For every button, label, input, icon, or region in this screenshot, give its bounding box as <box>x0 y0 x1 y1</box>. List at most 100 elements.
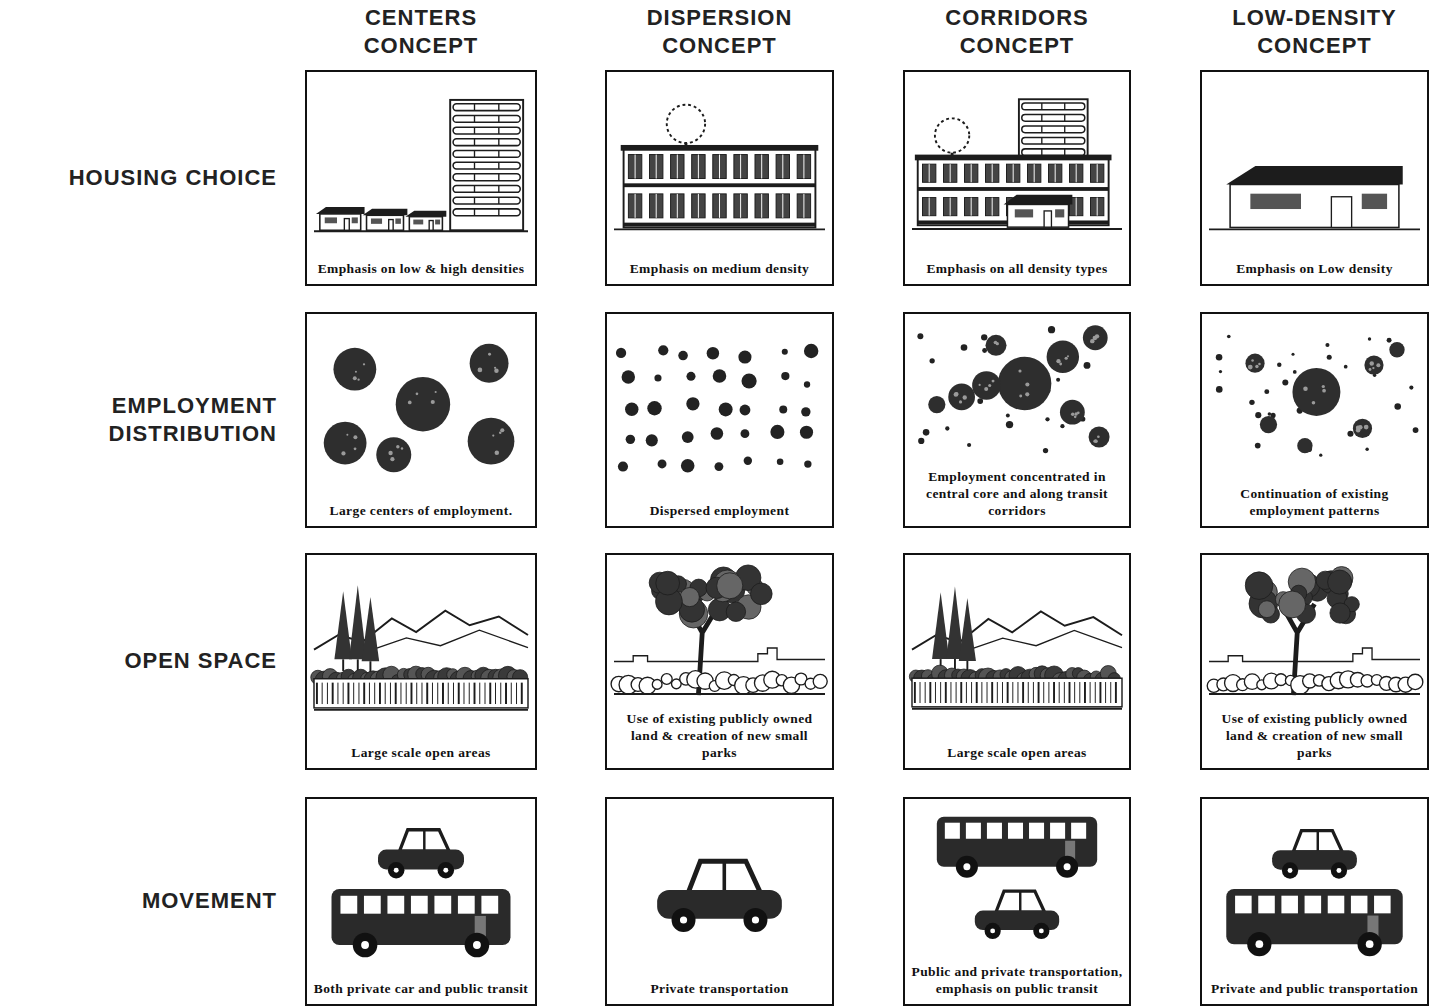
texture-speck <box>1356 428 1361 433</box>
car-hub <box>394 868 399 873</box>
window <box>1049 164 1062 182</box>
window <box>986 164 999 182</box>
window <box>628 155 641 179</box>
window <box>965 198 978 216</box>
concept-panel: Continuation of existing employment patt… <box>1200 312 1429 528</box>
window <box>671 155 684 179</box>
bus-window <box>364 896 381 914</box>
car-hub <box>1039 928 1044 933</box>
window <box>692 155 705 179</box>
forest-stroke <box>1074 682 1075 703</box>
window <box>965 164 978 182</box>
window <box>797 194 810 218</box>
texture-speck <box>1370 361 1374 365</box>
car-hub <box>1337 868 1342 873</box>
shrub <box>1408 674 1423 689</box>
window <box>649 194 662 218</box>
ground-line <box>614 693 825 695</box>
texture-speck <box>988 384 991 387</box>
texture-speck <box>1255 365 1258 368</box>
bus-window <box>1071 823 1086 839</box>
row-heading: EMPLOYMENT DISTRIBUTION <box>9 392 277 448</box>
park-tree-foliage <box>750 583 772 605</box>
forest-stroke <box>332 683 334 704</box>
bus-hub <box>361 941 369 949</box>
bus-window <box>1328 896 1345 914</box>
balcony-divider <box>474 150 475 157</box>
car-wheel <box>1282 862 1298 878</box>
employment-dot <box>741 429 750 438</box>
employment-center <box>948 384 975 411</box>
forest-stroke <box>971 682 972 703</box>
car-pillar <box>722 861 726 892</box>
employment-center <box>1060 400 1085 425</box>
column-heading: DISPERSION CONCEPT <box>630 4 810 60</box>
employment-dot <box>711 427 724 440</box>
house-window <box>352 217 358 223</box>
forest-stroke <box>474 683 476 704</box>
texture-speck <box>478 368 483 373</box>
conifer-tree <box>334 591 352 659</box>
employment-dot <box>618 461 628 471</box>
texture-speck <box>354 447 357 450</box>
mountain-ridge <box>969 630 1122 649</box>
forest-stroke <box>416 683 417 704</box>
texture-speck <box>1056 359 1060 363</box>
bus-window <box>1281 896 1298 914</box>
texture-speck <box>1093 337 1095 339</box>
employment-dot <box>658 459 667 468</box>
forest-stroke <box>511 683 512 704</box>
house-window <box>395 218 401 223</box>
forest-stroke <box>1079 682 1080 703</box>
floor-band <box>624 223 816 227</box>
roof-band <box>621 145 819 151</box>
concept-panel: Private transportation <box>605 797 834 1006</box>
window-bar <box>971 198 972 216</box>
window <box>1091 198 1104 216</box>
forest-stroke <box>505 683 507 704</box>
concept-panel: Private and public transportation <box>1200 797 1429 1006</box>
employment-dot <box>646 434 658 446</box>
texture-speck <box>495 450 499 454</box>
employment-dot <box>1344 365 1348 369</box>
texture-speck <box>396 445 399 448</box>
texture-speck <box>355 371 357 373</box>
car-wheel <box>388 862 405 879</box>
employment-dot <box>945 426 949 430</box>
employment-dot <box>626 435 635 444</box>
window-bar <box>803 155 804 179</box>
forest-stroke <box>337 683 338 704</box>
texture-speck <box>401 447 403 449</box>
forest-stroke <box>485 683 486 704</box>
texture-speck <box>388 451 392 455</box>
employment-dot <box>647 401 661 415</box>
window <box>923 164 936 182</box>
panel-illustration <box>616 344 818 473</box>
employment-dot <box>616 348 626 358</box>
bus-window <box>945 823 960 839</box>
employment-dot <box>1249 400 1254 405</box>
park-tree-foliage <box>717 573 743 599</box>
panel-caption: Large scale open areas <box>312 745 530 762</box>
house-wall <box>367 215 404 230</box>
car-cabin <box>688 861 760 892</box>
forest-stroke <box>521 683 523 704</box>
employment-dot <box>1043 448 1048 453</box>
employment-dot <box>1327 355 1332 360</box>
forest-stroke <box>1090 682 1091 703</box>
texture-speck <box>1074 416 1077 419</box>
forest-stroke <box>1007 682 1009 703</box>
balcony-divider <box>1064 115 1065 122</box>
balcony-divider <box>474 197 475 204</box>
employment-center <box>1245 354 1264 373</box>
floor-band <box>918 187 1109 191</box>
car-icon <box>1272 831 1357 879</box>
texture-speck <box>363 363 365 365</box>
house-window <box>1015 209 1033 217</box>
window <box>692 194 705 218</box>
employment-dot <box>678 351 688 361</box>
bus-wheel <box>1247 932 1271 956</box>
park-tree-foliage <box>1245 572 1273 600</box>
ground-line <box>1209 693 1420 695</box>
employment-dot <box>1216 354 1223 361</box>
